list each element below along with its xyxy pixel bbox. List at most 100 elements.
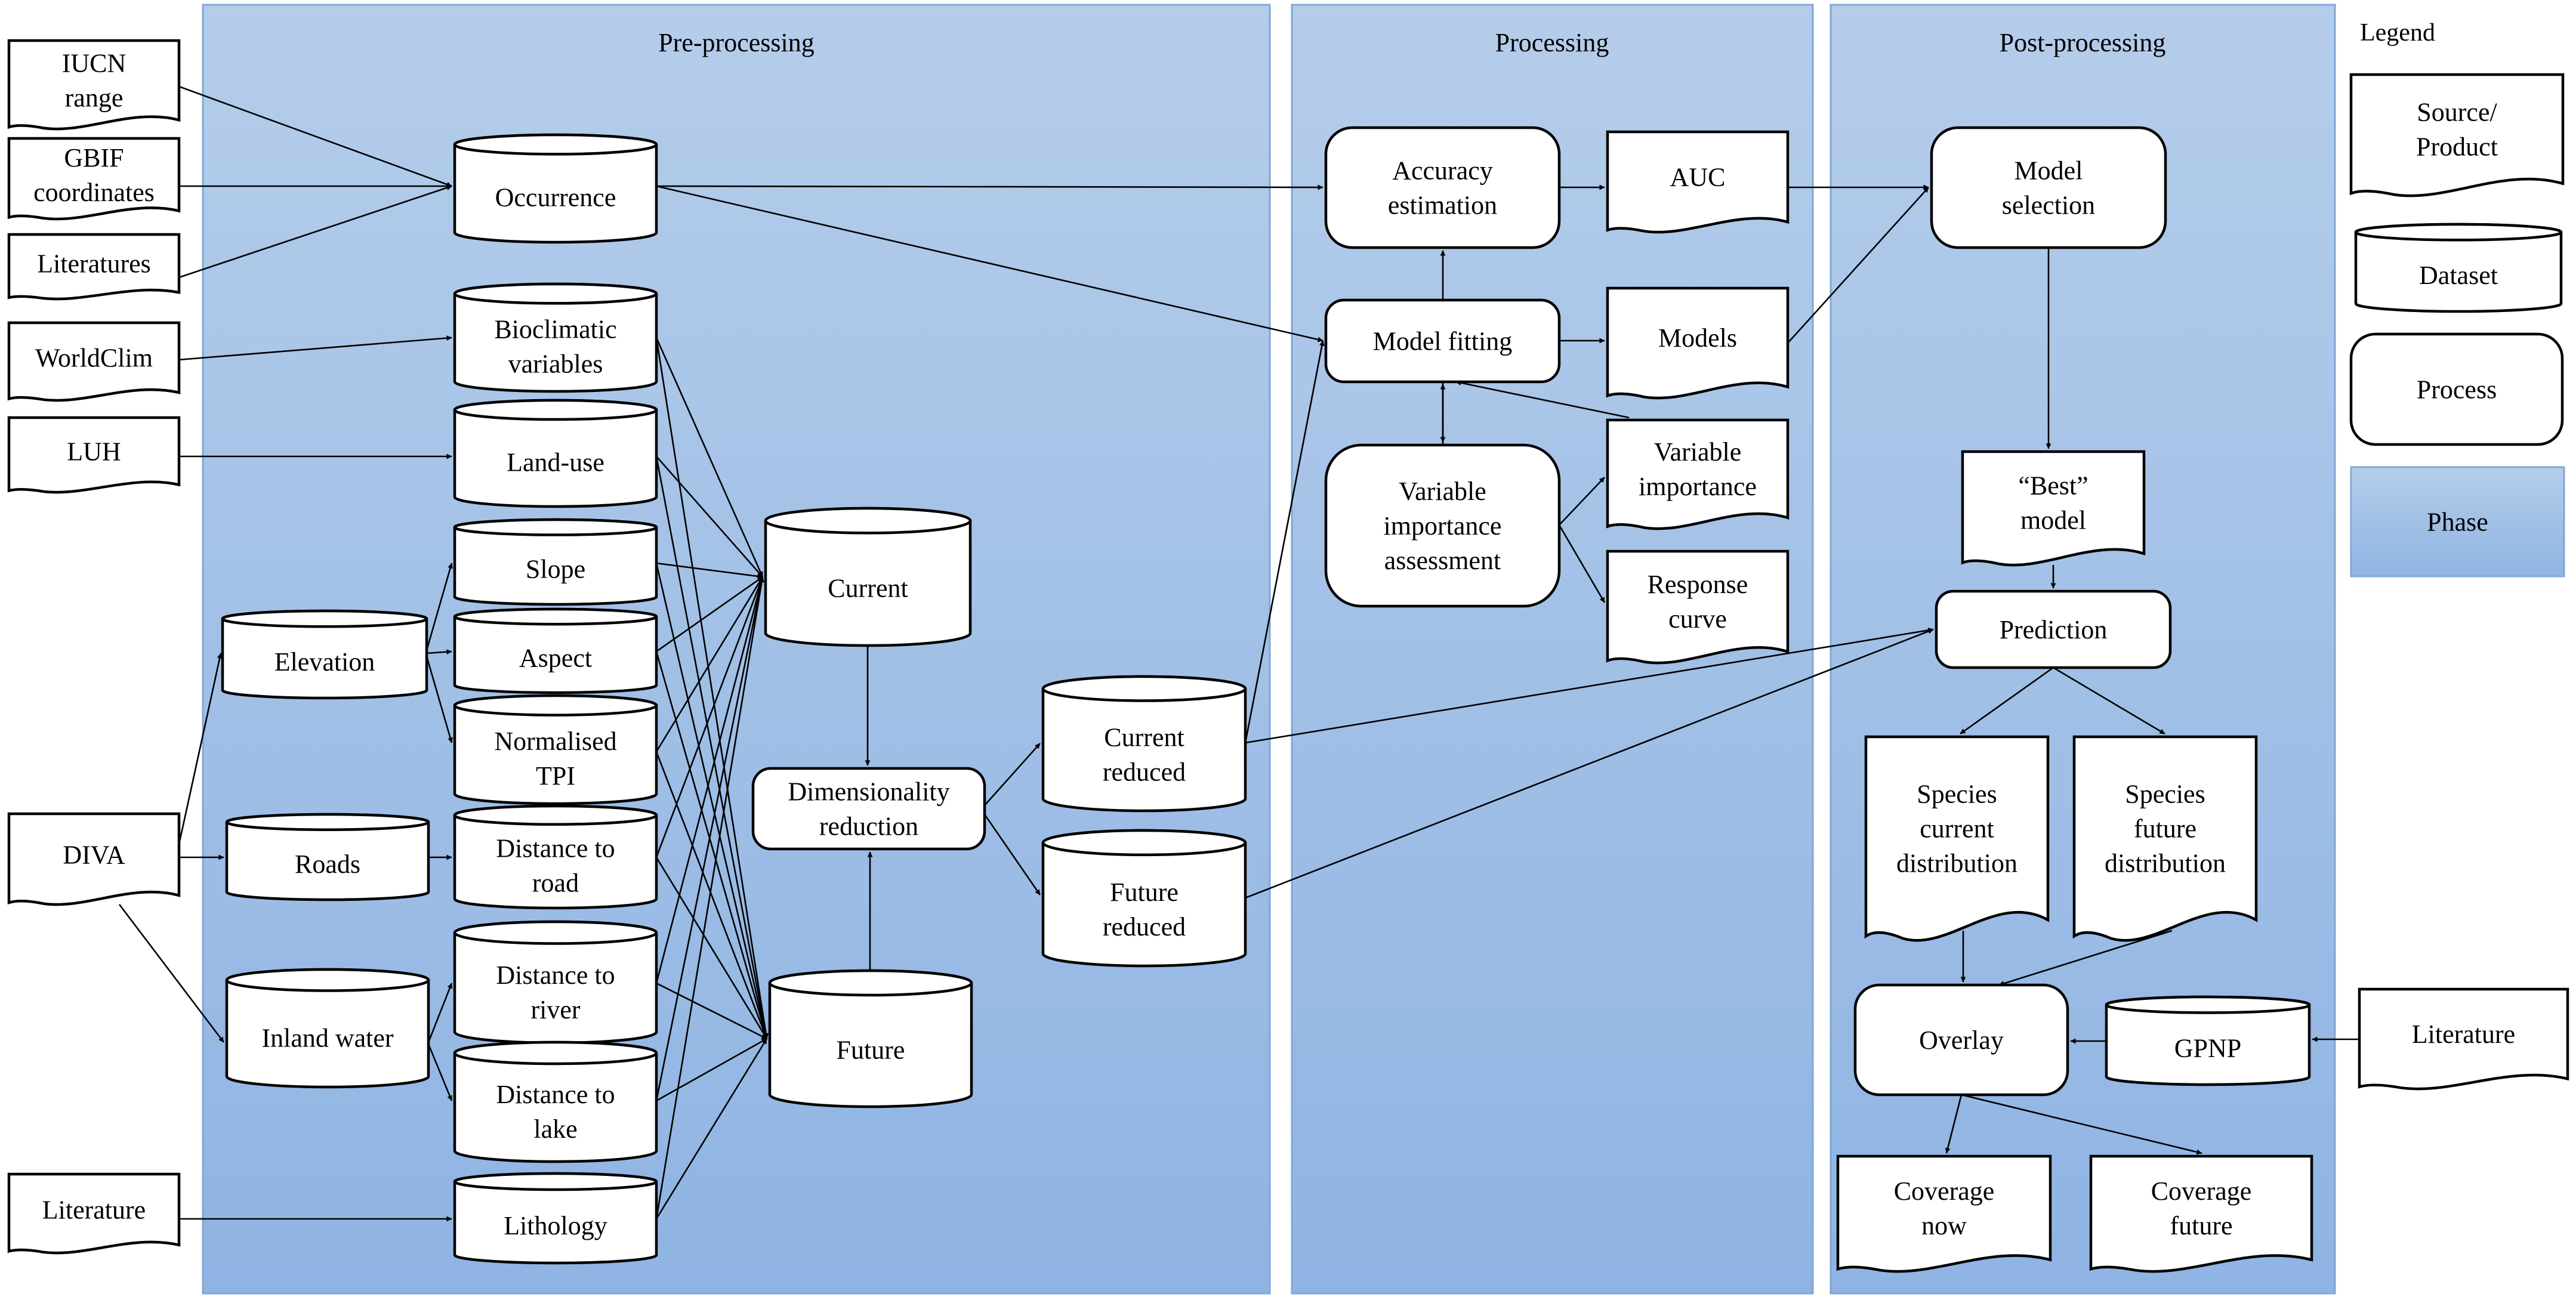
node-label: distribution: [2105, 848, 2226, 878]
edge-arrow: [656, 562, 763, 579]
node-label: Current: [1104, 723, 1184, 752]
node-diva: DIVA: [7, 812, 181, 906]
node-label: Process: [2417, 375, 2497, 404]
edge-arrow: [655, 576, 765, 1219]
edge-arrow: [655, 337, 764, 578]
edge-arrow: [656, 185, 1324, 342]
node-dist-river: Distance to river: [453, 920, 658, 1045]
node-worldclim: WorldClim: [7, 321, 181, 402]
node-label: AUC: [1670, 163, 1726, 192]
node-models: Models: [1606, 286, 1790, 400]
node-label: Normalised: [494, 727, 616, 756]
edge-arrow: [655, 576, 764, 752]
node-label: “Best”: [2018, 471, 2088, 501]
legend-source: Source/Product: [2349, 73, 2565, 197]
node-slope: Slope: [453, 518, 658, 606]
edge-arrow: [425, 563, 453, 651]
node-prediction: Prediction: [1935, 589, 2172, 669]
node-label: lake: [533, 1114, 577, 1144]
phase-title-processing: Processing: [1495, 28, 1609, 57]
node-label: GBIF: [64, 143, 124, 172]
node-accuracy: Accuracy estimation: [1324, 126, 1561, 249]
node-label: model: [2020, 506, 2086, 535]
edge-arrow: [178, 653, 223, 845]
node-label: Variable: [1399, 477, 1486, 506]
node-model-selection: Model selection: [1930, 126, 2167, 249]
edge-arrow: [1998, 930, 2173, 986]
node-label: coordinates: [33, 178, 155, 207]
node-label: Dataset: [2419, 261, 2498, 290]
edge-arrow: [427, 1043, 453, 1101]
node-label: Bioclimatic: [494, 315, 616, 344]
node-label: Land-use: [507, 447, 604, 477]
edge-arrow: [983, 814, 1041, 896]
edge-arrow: [427, 983, 453, 1043]
node-literature-left: Literature: [7, 1172, 181, 1255]
edge-arrow: [178, 185, 452, 279]
node-label: selection: [2002, 191, 2095, 220]
node-label: Distance to: [496, 961, 615, 990]
node-label: distribution: [1896, 848, 2017, 878]
node-label: Species: [2125, 779, 2205, 808]
node-label: variables: [508, 350, 603, 379]
node-label: IUCN: [62, 49, 127, 78]
node-label: Phase: [2427, 508, 2488, 537]
node-label: Elevation: [274, 647, 375, 677]
node-lithology: Lithology: [453, 1172, 658, 1265]
node-label: Accuracy: [1392, 156, 1493, 186]
edge-arrow: [656, 456, 763, 578]
node-label: Variable: [1654, 437, 1742, 467]
node-label: DIVA: [63, 840, 125, 869]
node-label: Future: [1110, 878, 1179, 907]
node-overlay: Overlay: [1853, 983, 2069, 1097]
node-label: reduced: [1103, 912, 1186, 941]
node-label: Distance to: [496, 833, 615, 863]
node-label: Product: [2416, 132, 2498, 161]
node-label: river: [530, 995, 580, 1024]
edge-arrow: [1455, 380, 1630, 419]
node-label: future: [2134, 814, 2196, 843]
legend-title: Legend: [2360, 19, 2435, 47]
edge-arrow: [1961, 1094, 2202, 1155]
node-aspect: Aspect: [453, 607, 658, 694]
edge-arrow: [1558, 524, 1606, 603]
node-elevation: Elevation: [221, 609, 428, 700]
legend-dataset: Dataset: [2354, 223, 2563, 313]
legend-process: Process: [2349, 332, 2564, 446]
node-label: Literature: [2412, 1020, 2515, 1049]
node-label: Occurrence: [495, 183, 616, 212]
node-gpnp: GPNP: [2105, 995, 2311, 1086]
node-label: Distance to: [496, 1080, 615, 1109]
node-label: Model: [2014, 156, 2083, 186]
edge-arrow: [655, 576, 764, 984]
node-label: Overlay: [1919, 1026, 2004, 1055]
node-label: curve: [1668, 604, 1727, 634]
node-luh: LUH: [7, 416, 181, 494]
edge-arrow: [1245, 627, 1934, 744]
edge-arrow: [118, 904, 225, 1043]
node-label: WorldClim: [35, 344, 153, 373]
node-label: reduction: [819, 812, 918, 841]
edge-arrow: [655, 751, 768, 1039]
node-future-reduced: Future reduced: [1041, 829, 1247, 968]
edge-arrow: [1945, 1094, 1963, 1154]
node-occurrence: Occurrence: [453, 133, 658, 244]
node-literatures: Literatures: [7, 233, 181, 301]
edge-arrow: [2053, 666, 2165, 735]
node-label: Lithology: [504, 1211, 607, 1240]
node-label: GPNP: [2174, 1033, 2242, 1063]
edge-arrow: [655, 576, 764, 858]
node-future: Future: [768, 969, 973, 1108]
edge-arrow: [656, 576, 763, 653]
node-label: Literatures: [37, 249, 151, 279]
edge-arrow: [425, 656, 453, 743]
node-label: estimation: [1388, 191, 1497, 220]
edge-arrow: [655, 576, 764, 1101]
node-label: Slope: [526, 555, 585, 584]
node-label: assessment: [1384, 546, 1501, 575]
